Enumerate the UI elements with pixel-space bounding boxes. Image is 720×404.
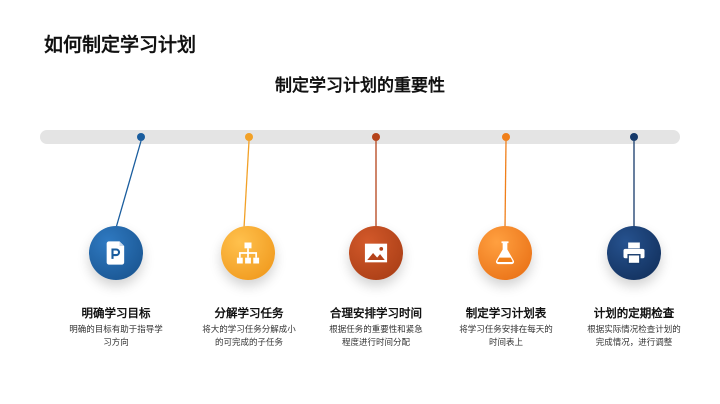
step-1-desc: 明确的目标有助于指导学习方向	[69, 325, 163, 348]
step-5-icon-circle	[607, 226, 661, 280]
timeline-dot	[372, 133, 380, 141]
section-subtitle: 制定学习计划的重要性	[275, 76, 445, 96]
timeline-bar	[40, 130, 680, 144]
step-4-title: 制定学习计划表	[465, 306, 547, 320]
step-3-title: 合理安排学习时间	[330, 306, 422, 320]
step-3-icon-circle	[349, 226, 403, 280]
timeline-dot	[502, 133, 510, 141]
timeline-dot	[245, 133, 253, 141]
step-1-title: 明确学习目标	[81, 306, 151, 320]
timeline-dot	[630, 133, 638, 141]
timeline-dot	[137, 133, 145, 141]
printer-icon	[623, 242, 645, 265]
flask-icon	[495, 241, 515, 265]
document-p-icon	[106, 241, 125, 265]
step-2-icon-circle	[221, 226, 275, 280]
step-4-desc: 将学习任务安排在每天的时间表上	[459, 325, 553, 348]
hierarchy-icon	[236, 242, 260, 264]
step-3-desc: 根据任务的重要性和紧急程度进行时间分配	[329, 325, 423, 348]
step-5-desc: 根据实际情况检查计划的完成情况，进行调整	[587, 325, 681, 348]
step-5-title: 计划的定期检查	[593, 306, 675, 320]
image-icon	[364, 243, 388, 263]
page-title: 如何制定学习计划	[44, 34, 197, 56]
step-2-desc: 将大的学习任务分解成小的可完成的子任务	[202, 325, 296, 348]
step-2-title: 分解学习任务	[214, 306, 284, 320]
step-1-icon-circle	[89, 226, 143, 280]
step-4-icon-circle	[478, 226, 532, 280]
